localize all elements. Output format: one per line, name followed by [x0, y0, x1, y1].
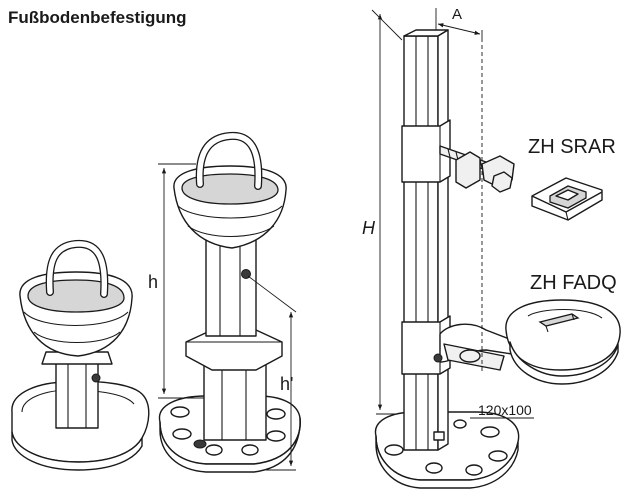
plate-size-label: 120x100 [478, 402, 532, 418]
dim-H-label: H [362, 218, 375, 238]
dimension-h-prime [247, 275, 297, 471]
dim-h-label: h [148, 272, 159, 292]
zh-fadq-part [505, 299, 621, 385]
small-floor-foot [11, 239, 150, 471]
dimension-A [435, 8, 483, 38]
tall-floor-foot [158, 131, 301, 473]
zh-srar-part [531, 177, 603, 221]
dimension-h [158, 163, 204, 399]
page-title: Fußbodenbefestigung [8, 8, 187, 27]
dim-h-prime-label: h' [280, 374, 294, 394]
zh-fadq-label: ZH FADQ [530, 272, 617, 294]
dimension-H [371, 9, 403, 415]
dim-a-label: A [452, 6, 463, 23]
zh-srar-label: ZH SRAR [528, 136, 616, 158]
floor-bracket-column [374, 29, 520, 489]
